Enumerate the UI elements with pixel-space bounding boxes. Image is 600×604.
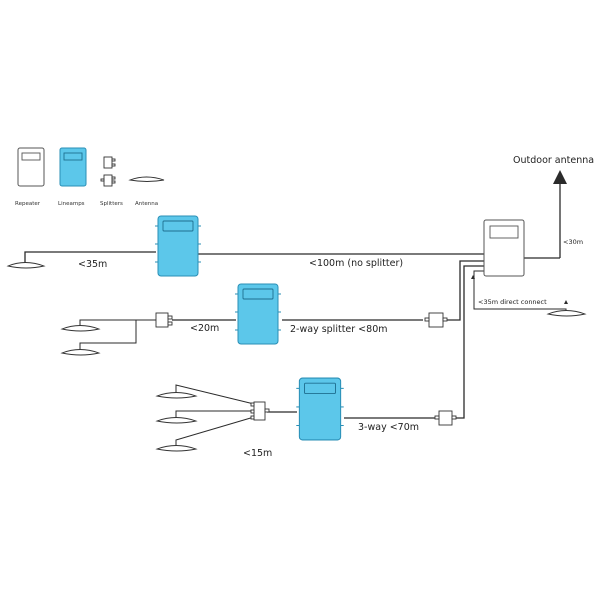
- label-100m: <100m (no splitter): [309, 258, 403, 269]
- up-arrow-icon: [553, 170, 567, 184]
- label-2way: 2-way splitter <80m: [290, 324, 388, 335]
- antenna-branch3-c: [155, 445, 198, 452]
- antenna-branch2-b: [60, 349, 101, 356]
- small-arrow-icon: [471, 275, 475, 279]
- lineamp-top: [154, 215, 202, 277]
- splitter-left-3way: [250, 401, 270, 421]
- splitter-right-2way: [424, 312, 448, 328]
- outdoor-antenna-label: Outdoor antenna: [513, 155, 594, 166]
- label-35m-direct: <35m direct connect: [478, 298, 547, 306]
- legend-lineamp-icon: [59, 147, 87, 187]
- splitter-left-2way: [155, 312, 173, 328]
- antenna-top: [6, 262, 46, 269]
- label-30m: <30m: [563, 238, 583, 246]
- lineamp-middle: [234, 283, 282, 345]
- legend-splitter-icon: [100, 156, 116, 187]
- legend-antenna-icon: [128, 176, 165, 182]
- antenna-branch3-a: [155, 392, 198, 399]
- splitter-right-3way: [434, 410, 457, 426]
- antenna-branch2-a: [60, 325, 101, 332]
- legend-splitters-label: Splitters: [100, 201, 123, 207]
- label-3way: 3-way <70m: [358, 422, 419, 433]
- label-20m: <20m: [190, 323, 219, 334]
- label-15m: <15m: [243, 448, 272, 459]
- legend: Repeater Lineamps Splitters Antenna: [15, 147, 165, 207]
- repeater-device: [483, 219, 525, 277]
- legend-repeater-label: Repeater: [15, 201, 41, 207]
- label-35m: <35m: [78, 259, 107, 270]
- legend-lineamps-label: Lineamps: [58, 201, 85, 207]
- lineamp-bottom: [295, 377, 345, 441]
- antenna-direct: [546, 310, 587, 317]
- distance-labels: <35m <100m (no splitter) <20m 2-way spli…: [78, 258, 547, 459]
- wiring: [24, 251, 568, 448]
- small-arrow-icon: [564, 300, 568, 304]
- outdoor-antenna: Outdoor antenna <30m: [513, 155, 594, 259]
- legend-antenna-label: Antenna: [135, 201, 158, 207]
- legend-repeater-icon: [17, 147, 45, 187]
- indoor-antennas: [6, 262, 587, 452]
- antenna-branch3-b: [155, 417, 198, 424]
